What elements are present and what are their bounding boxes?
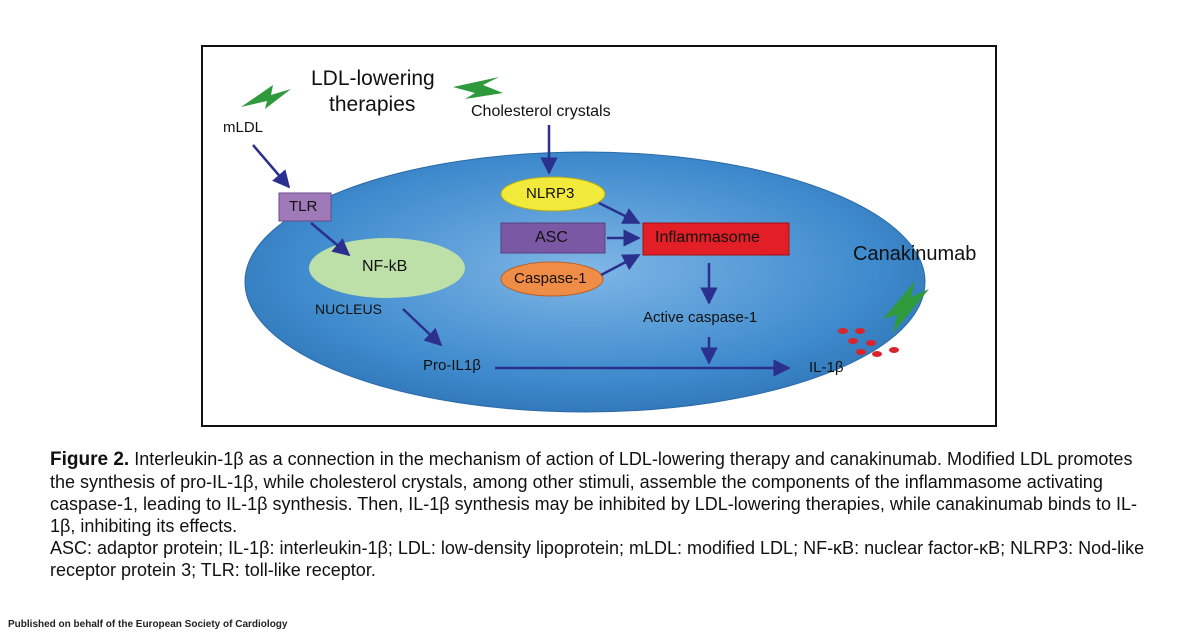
publisher-footer: Published on behalf of the European Soci…	[8, 619, 288, 630]
nfkb-label: NF-kB	[362, 258, 408, 275]
arrow	[402, 308, 443, 347]
inflammasome-label: Inflammasome	[655, 229, 760, 246]
caspase-ellipse	[500, 261, 604, 297]
caspase-label: Caspase-1	[514, 270, 587, 287]
il1b-particles	[838, 328, 899, 357]
figure-label: Figure 2.	[50, 449, 130, 470]
nucleus-label: NUCLEUS	[315, 301, 382, 317]
arrow	[600, 253, 641, 277]
canakinumab-label: Canakinumab	[853, 243, 977, 265]
asc-label: ASC	[535, 229, 568, 246]
caption-paragraph: Figure 2. Interleukin-1β as a connection…	[50, 448, 1160, 537]
caption-abbreviations: ASC: adaptor protein; IL-1β: interleukin…	[50, 538, 1145, 580]
pro-il1b-label: Pro-IL1β	[423, 357, 481, 374]
caption-text: Interleukin-1β as a connection in the me…	[50, 449, 1137, 536]
arrow	[252, 144, 291, 189]
lightning-icon	[453, 77, 503, 99]
mldl-label: mLDL	[223, 119, 264, 136]
cholesterol-label: Cholesterol crystals	[471, 103, 611, 120]
ldl-lowering-title: LDL-lowering	[311, 67, 435, 90]
figure-caption: Figure 2. Interleukin-1β as a connection…	[50, 448, 1160, 581]
inflammasome-box	[642, 222, 790, 256]
pathway-diagram	[241, 77, 929, 413]
lightning-icon	[883, 281, 929, 333]
nlrp3-label: NLRP3	[526, 185, 575, 202]
tlr-box	[278, 192, 332, 222]
il1b-label: IL-1β	[809, 359, 844, 376]
arrow	[598, 201, 641, 225]
asc-box	[500, 222, 606, 254]
figure-panel: LDL-lowering therapies mLDL Cholesterol …	[201, 45, 997, 427]
nlrp3-ellipse	[500, 176, 606, 212]
arrow	[310, 222, 351, 257]
ldl-lowering-title-line2: therapies	[329, 93, 416, 116]
lightning-icon	[241, 85, 291, 109]
active-caspase-label: Active caspase-1	[643, 309, 758, 326]
tlr-label: TLR	[289, 198, 318, 215]
